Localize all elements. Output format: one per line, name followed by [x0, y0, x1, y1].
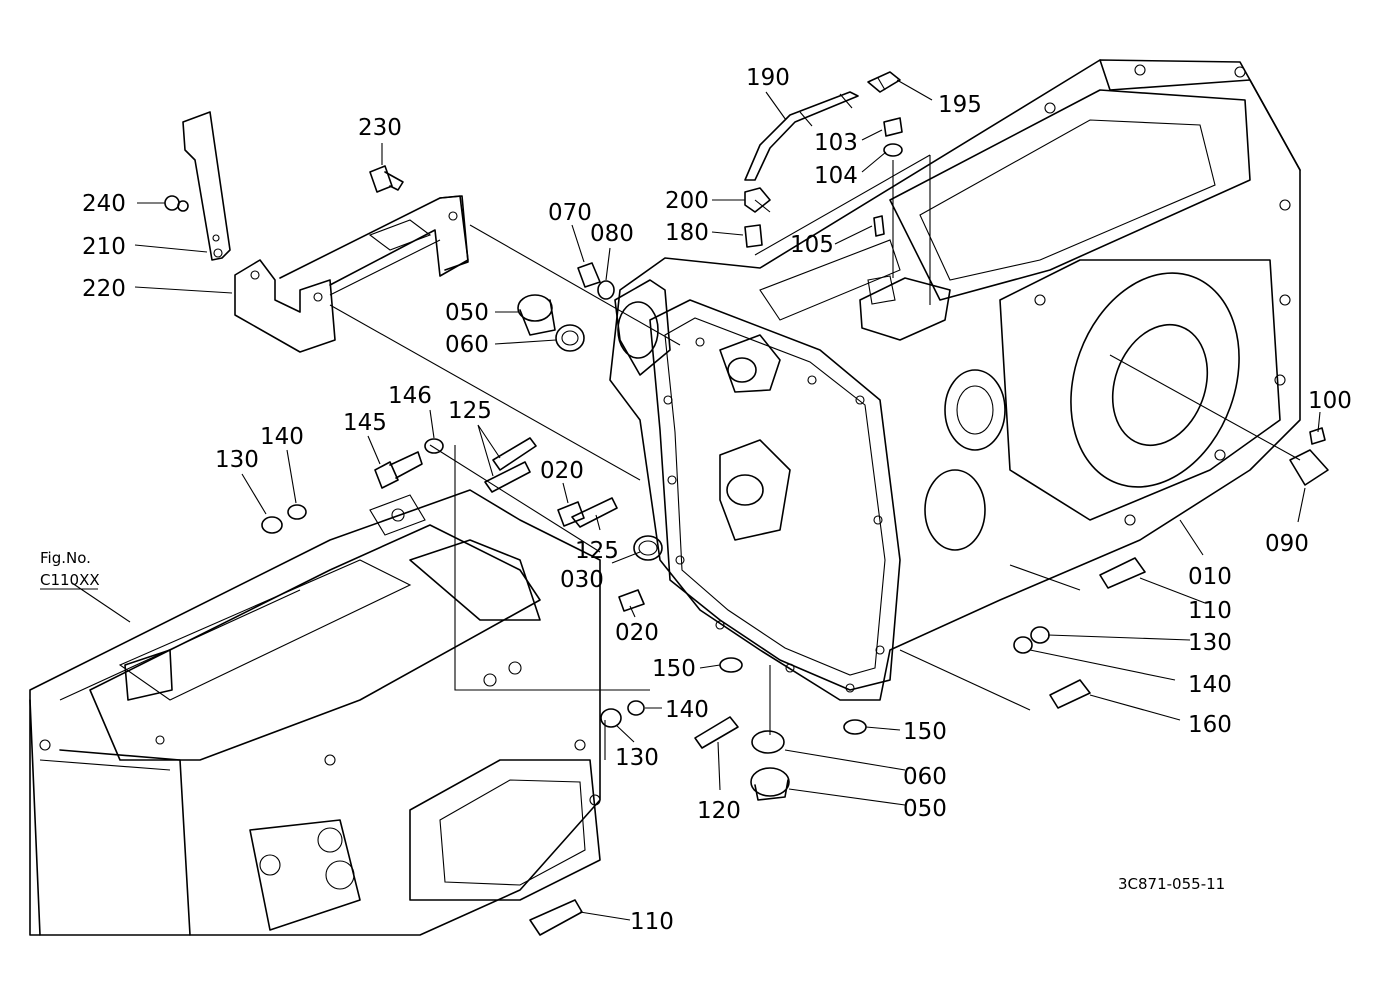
- stud-120: [694, 716, 739, 749]
- callout-230: 230: [358, 115, 402, 141]
- callout-195: 195: [938, 92, 982, 118]
- callout-200: 200: [665, 188, 709, 214]
- callout-130-left: 130: [215, 447, 259, 473]
- front-case: [29, 489, 601, 936]
- callout-140-left: 140: [260, 424, 304, 450]
- callout-180: 180: [665, 220, 709, 246]
- callout-110-right: 110: [1188, 598, 1232, 624]
- plug-150: [719, 657, 867, 735]
- callout-105: 105: [790, 232, 834, 258]
- leader-lines: [71, 79, 1321, 921]
- callout-050-top: 050: [445, 300, 489, 326]
- callout-120: 120: [697, 798, 741, 824]
- callout-130-right: 130: [1188, 630, 1232, 656]
- callout-100: 100: [1308, 388, 1352, 414]
- plug-050-top: [517, 294, 585, 352]
- drawing-number: 3C871-055-11: [1118, 875, 1225, 893]
- studs-125: [484, 437, 618, 528]
- callout-050-bottom: 050: [903, 796, 947, 822]
- callout-150-top: 150: [652, 656, 696, 682]
- callout-030: 030: [560, 567, 604, 593]
- bolt-145: [374, 438, 444, 489]
- callout-010: 010: [1188, 564, 1232, 590]
- seal-030: [633, 535, 663, 561]
- callout-145: 145: [343, 410, 387, 436]
- callout-130-mid: 130: [615, 745, 659, 771]
- callout-150-bottom: 150: [903, 719, 947, 745]
- callout-190: 190: [746, 65, 790, 91]
- callout-140-right: 140: [1188, 672, 1232, 698]
- transmission-case-010: [609, 59, 1301, 701]
- clip-200: [744, 187, 771, 213]
- plug-103: [883, 117, 903, 157]
- plug-070: [577, 262, 615, 300]
- hose-190: [744, 91, 859, 181]
- lever-bracket-210: [182, 111, 231, 261]
- pin-020: [557, 501, 645, 612]
- callout-090: 090: [1265, 531, 1309, 557]
- callout-160: 160: [1188, 712, 1232, 738]
- fig-ref-line1: Fig.No.: [40, 549, 91, 567]
- callout-240: 240: [82, 191, 126, 217]
- plug-050-bottom: [750, 730, 790, 801]
- callout-210: 210: [82, 234, 126, 260]
- callout-060-top: 060: [445, 332, 489, 358]
- callout-020-bottom: 020: [615, 620, 659, 646]
- vent-105: [867, 215, 896, 305]
- bracket-220: [234, 195, 469, 353]
- connector-180: [744, 224, 763, 248]
- callout-070: 070: [548, 200, 592, 226]
- callout-labels: 190 195 103 104 200 180 105 230 240 210 …: [40, 65, 1352, 935]
- callout-080: 080: [590, 221, 634, 247]
- bolt-230: [369, 165, 404, 193]
- callout-220: 220: [82, 276, 126, 302]
- callout-125-bottom: 125: [575, 538, 619, 564]
- callout-103: 103: [814, 130, 858, 156]
- callout-146: 146: [388, 383, 432, 409]
- nut-130-140-left: [261, 504, 645, 728]
- fig-ref-line2: C110XX: [40, 571, 100, 589]
- fitting-195: [867, 71, 901, 93]
- callout-104: 104: [814, 163, 858, 189]
- callout-125-top: 125: [448, 398, 492, 424]
- callout-060-bottom: 060: [903, 764, 947, 790]
- callout-020-top: 020: [540, 458, 584, 484]
- nut-240: [164, 195, 189, 212]
- callout-110-bottom: 110: [630, 909, 674, 935]
- callout-140-mid: 140: [665, 697, 709, 723]
